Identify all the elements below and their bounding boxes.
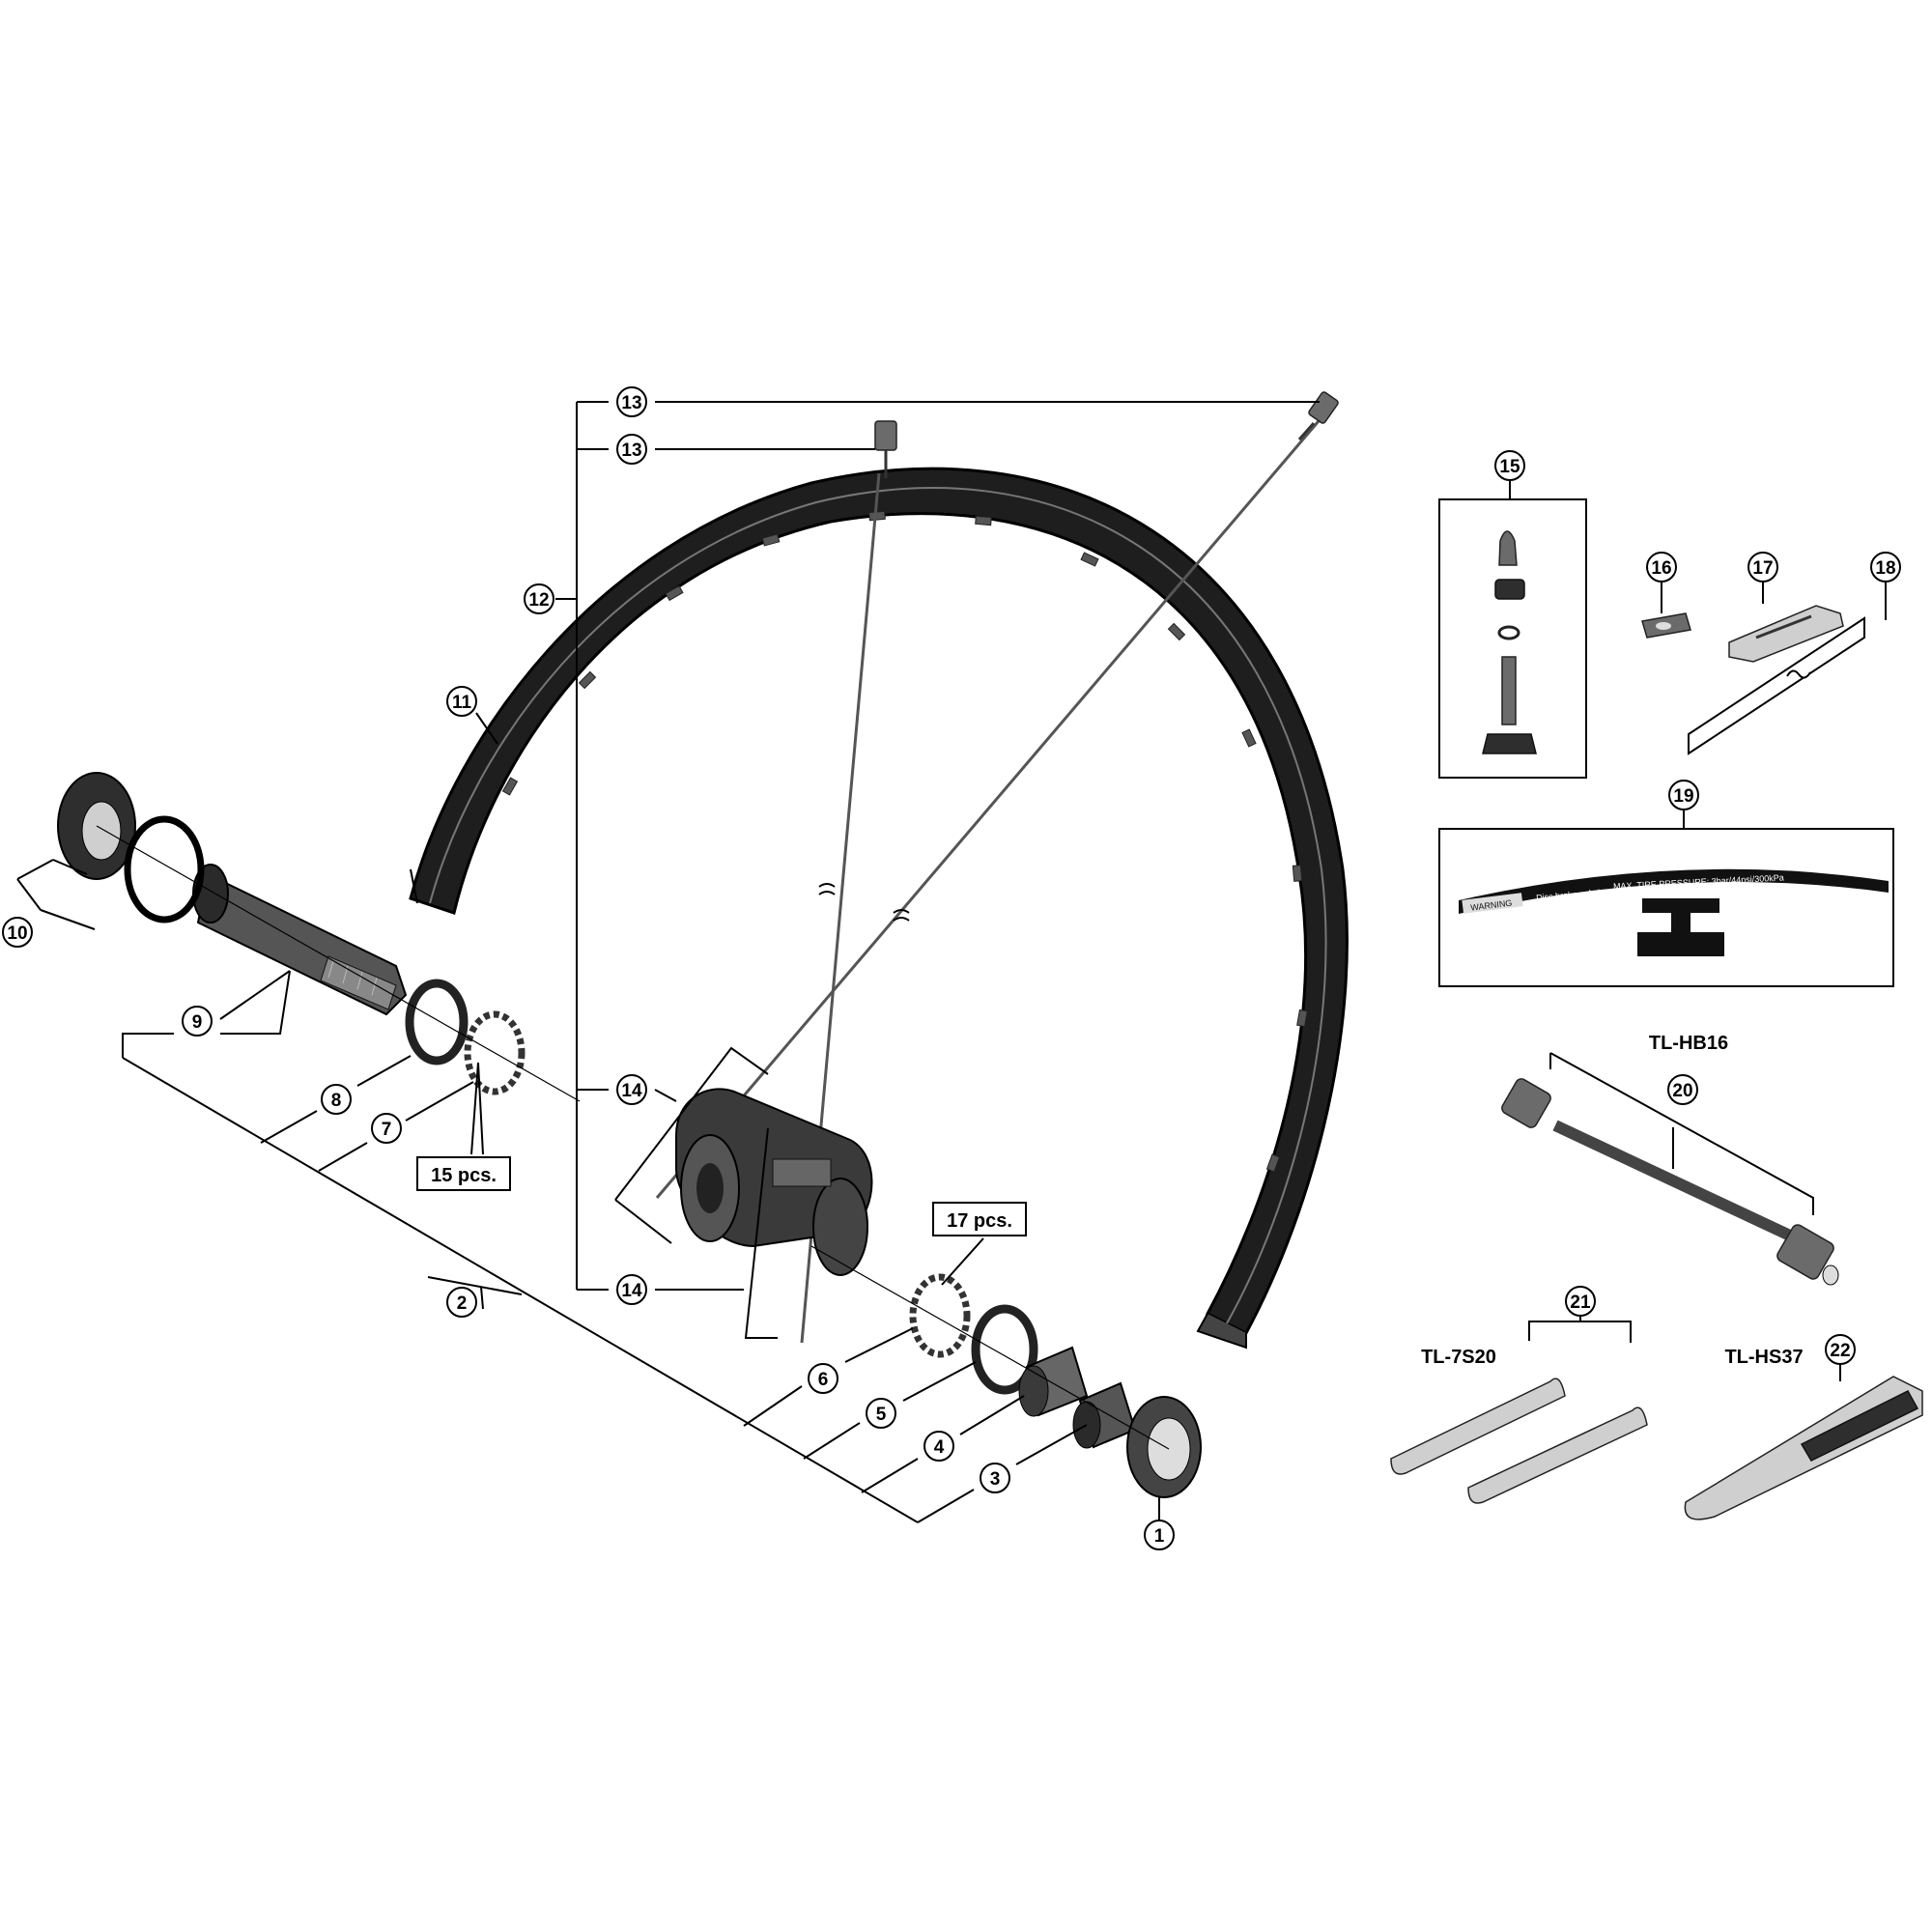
callout-15: 15 bbox=[1494, 450, 1525, 481]
callout-2: 2 bbox=[446, 1287, 477, 1318]
svg-text:3: 3 bbox=[990, 1469, 1001, 1490]
svg-text:8: 8 bbox=[331, 1091, 342, 1111]
rim-tape-18 bbox=[1688, 582, 1887, 755]
seal-ring-8 bbox=[405, 979, 469, 1065]
axis-line-right bbox=[810, 1245, 1170, 1450]
decal-strip bbox=[1459, 868, 1889, 914]
qty-17-pcs: 17 pcs. bbox=[932, 1202, 1027, 1236]
lead-17pcs bbox=[941, 1237, 984, 1286]
bracket-10 bbox=[16, 859, 96, 930]
hub-body bbox=[675, 1088, 873, 1276]
tool-tl-hb16 bbox=[1501, 1052, 1839, 1286]
bracket-2 bbox=[122, 970, 1088, 1523]
callout-19: 19 bbox=[1668, 780, 1699, 810]
cone-wrench-b bbox=[1467, 1406, 1648, 1504]
callout-11: 11 bbox=[446, 686, 477, 717]
decal-box: WARNING Disc brake only ! MAX. TIRE PRES… bbox=[1438, 810, 1894, 987]
callout-10: 10 bbox=[2, 917, 33, 948]
tool-label-tl-hb16: TL-HB16 bbox=[1649, 1033, 1728, 1054]
tool-tl-hs37 bbox=[1684, 1362, 1923, 1520]
callout-18: 18 bbox=[1870, 552, 1901, 582]
callout-9: 9 bbox=[182, 1006, 213, 1037]
rim-spoke-holes bbox=[501, 510, 1308, 1173]
lead-15pcs bbox=[470, 1062, 484, 1155]
valve-stem bbox=[1501, 656, 1517, 725]
bracket-12-13-14 bbox=[555, 401, 1320, 1291]
dust-cap-1 bbox=[1126, 1396, 1202, 1498]
svg-text:15: 15 bbox=[1499, 457, 1520, 477]
callout-16: 16 bbox=[1646, 552, 1677, 582]
lock-washer bbox=[124, 815, 205, 923]
callout-7: 7 bbox=[371, 1113, 402, 1144]
svg-text:12: 12 bbox=[528, 590, 549, 611]
callout-14-bottom: 14 bbox=[616, 1274, 647, 1305]
svg-text:9: 9 bbox=[192, 1012, 203, 1033]
svg-text:16: 16 bbox=[1651, 558, 1671, 579]
hub-flange-box bbox=[614, 1046, 778, 1339]
svg-text:4: 4 bbox=[934, 1437, 945, 1458]
svg-text:22: 22 bbox=[1830, 1341, 1850, 1361]
svg-text:2: 2 bbox=[457, 1293, 468, 1314]
svg-text:6: 6 bbox=[818, 1370, 829, 1390]
callout-21: 21 bbox=[1565, 1286, 1596, 1317]
callout-4: 4 bbox=[923, 1431, 954, 1462]
cone-4 bbox=[1018, 1346, 1089, 1417]
callout-13-top: 13 bbox=[616, 386, 647, 417]
rim-insert-16 bbox=[1641, 582, 1691, 639]
valve-nut bbox=[1494, 579, 1525, 600]
svg-text:10: 10 bbox=[7, 923, 27, 944]
callout-12: 12 bbox=[524, 583, 554, 614]
tool-label-tl-7s20: TL-7S20 bbox=[1421, 1347, 1496, 1368]
svg-text:13: 13 bbox=[621, 393, 641, 413]
callout-6: 6 bbox=[808, 1363, 838, 1394]
tool-tl-7s20 bbox=[1390, 1304, 1648, 1504]
svg-text:11: 11 bbox=[452, 693, 472, 713]
svg-text:5: 5 bbox=[876, 1405, 887, 1425]
callout-20: 20 bbox=[1667, 1074, 1698, 1105]
cone-wrench-a bbox=[1390, 1378, 1566, 1475]
callout-8: 8 bbox=[321, 1084, 352, 1115]
svg-text:14: 14 bbox=[621, 1281, 642, 1301]
callout-1: 1 bbox=[1144, 1520, 1175, 1550]
qty-15-pcs: 15 pcs. bbox=[416, 1156, 511, 1191]
valve-cap bbox=[1498, 530, 1518, 566]
callout-3: 3 bbox=[980, 1463, 1010, 1493]
svg-text:17 pcs.: 17 pcs. bbox=[947, 1210, 1012, 1232]
rim bbox=[409, 467, 1349, 1350]
svg-text:18: 18 bbox=[1875, 558, 1895, 579]
seal-ring-5 bbox=[971, 1304, 1038, 1395]
svg-text:7: 7 bbox=[382, 1120, 392, 1140]
spoke-break-marks bbox=[818, 883, 910, 922]
axle bbox=[192, 864, 408, 1016]
svg-text:14: 14 bbox=[621, 1081, 642, 1101]
callout-22: 22 bbox=[1825, 1334, 1856, 1365]
valve-oring bbox=[1497, 625, 1520, 640]
svg-text:13: 13 bbox=[621, 440, 641, 461]
callout-17: 17 bbox=[1747, 552, 1778, 582]
svg-text:1: 1 bbox=[1154, 1526, 1165, 1547]
ball-retainer-7 bbox=[464, 1010, 526, 1095]
lead-9 bbox=[219, 970, 291, 1020]
decal-logo bbox=[1637, 898, 1724, 956]
svg-text:15 pcs.: 15 pcs. bbox=[431, 1165, 497, 1186]
spoke-nipple-right bbox=[1297, 391, 1339, 440]
spoke-nipple-top bbox=[874, 420, 897, 478]
callout-5: 5 bbox=[866, 1398, 896, 1429]
svg-text:19: 19 bbox=[1673, 786, 1693, 807]
svg-text:21: 21 bbox=[1570, 1293, 1591, 1313]
spoke-wrench-17 bbox=[1728, 582, 1844, 663]
lead-11 bbox=[475, 712, 498, 745]
callout-13-bottom: 13 bbox=[616, 434, 647, 465]
valve-box bbox=[1438, 481, 1587, 779]
valve-base bbox=[1482, 733, 1537, 754]
svg-text:20: 20 bbox=[1672, 1081, 1692, 1101]
tool-label-tl-hs37: TL-HS37 bbox=[1724, 1347, 1803, 1368]
callout-14-top: 14 bbox=[616, 1074, 647, 1105]
axis-line-left bbox=[96, 825, 581, 1102]
ball-retainer-6 bbox=[909, 1273, 971, 1358]
svg-text:17: 17 bbox=[1752, 558, 1773, 579]
